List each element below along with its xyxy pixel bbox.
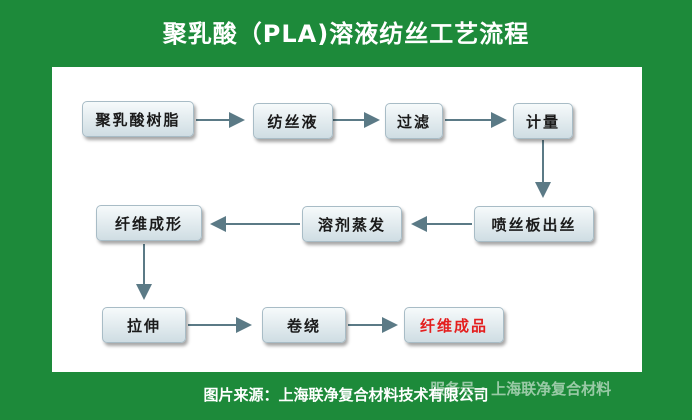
node-stretching: 拉伸: [102, 307, 186, 343]
node-resin: 聚乳酸树脂: [82, 101, 194, 137]
node-winding: 卷绕: [262, 307, 346, 343]
node-metering: 计量: [513, 103, 573, 139]
watermark: 服务号 · 上海联净复合材料: [430, 380, 612, 398]
diagram-title: 聚乳酸（PLA)溶液纺丝工艺流程: [162, 20, 530, 48]
node-spinneret-extrusion: 喷丝板出丝: [474, 206, 594, 242]
node-finished-fiber: 纤维成品: [404, 307, 504, 343]
node-spinning-solution: 纺丝液: [253, 103, 333, 139]
source-caption: 图片来源：上海联净复合材料技术有限公司: [203, 386, 489, 404]
node-solvent-evaporation: 溶剂蒸发: [302, 206, 402, 242]
node-fiber-forming: 纤维成形: [96, 205, 202, 241]
node-filtering: 过滤: [385, 103, 443, 139]
